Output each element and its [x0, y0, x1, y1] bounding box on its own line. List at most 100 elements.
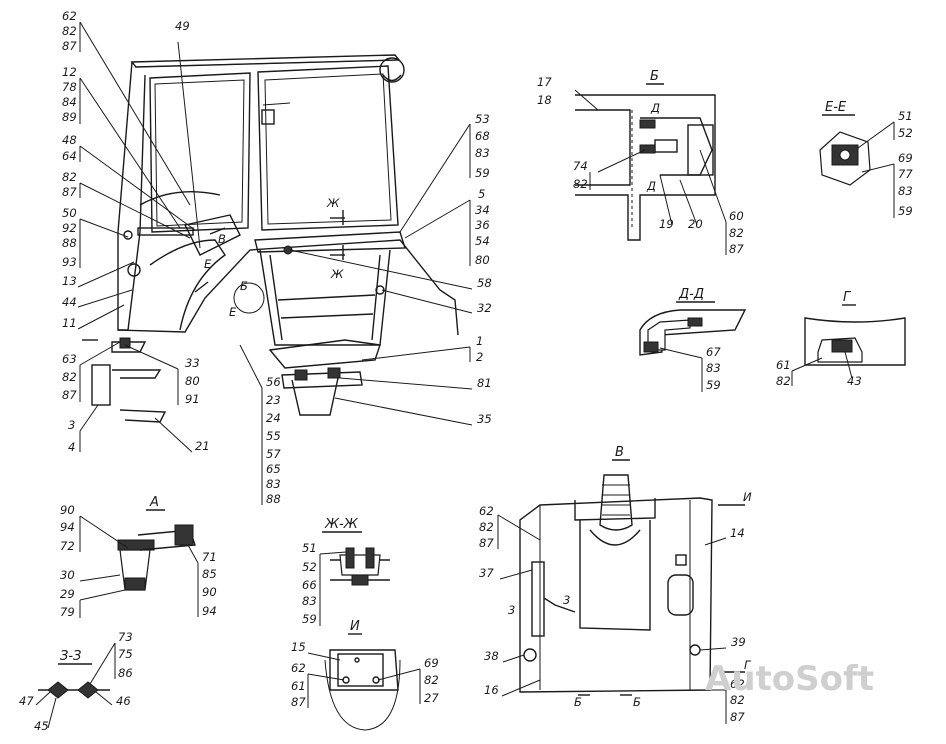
callout-number: Б: [240, 279, 248, 293]
callout-number: 4: [68, 440, 75, 454]
callout-number: 3: [563, 593, 570, 607]
callout-number: 78: [62, 80, 77, 94]
view-title: В: [615, 445, 624, 460]
view-title: Д-Д: [678, 287, 704, 302]
callout-number: 68: [475, 129, 490, 143]
callout-number: 74: [573, 159, 588, 173]
callout-number: 72: [60, 539, 75, 553]
callout-number: 87: [291, 695, 306, 709]
callout-number: 82: [730, 693, 745, 707]
callout-number: 55: [266, 429, 281, 443]
view-d-d-detail: [639, 301, 747, 392]
callout-number: 13: [62, 274, 77, 288]
callout-number: 33: [185, 356, 200, 370]
callout-number: 79: [60, 605, 75, 619]
callout-number: 65: [266, 462, 281, 476]
callout-number: 12: [62, 65, 77, 79]
callout-number: 17: [537, 75, 552, 89]
callout-number: 83: [302, 594, 317, 608]
seat-area: [149, 239, 226, 331]
view-title: И: [350, 619, 360, 634]
callout-number: 62: [730, 677, 745, 691]
callout-number: Б: [574, 695, 582, 709]
callout-number: 46: [116, 694, 131, 708]
view-title: Е-Е: [825, 100, 847, 115]
callout-number: 27: [424, 691, 439, 705]
view-title: Ж-Ж: [324, 517, 359, 532]
callout-number: 60: [729, 209, 744, 223]
callout-number: 20: [688, 217, 703, 231]
callout-number: 45: [34, 719, 49, 733]
cab-lower-body: [117, 239, 459, 336]
view-title: Б: [650, 69, 659, 84]
callout-number: 38: [484, 649, 499, 663]
beacon-lamp: [379, 57, 405, 83]
callout-number: 73: [118, 630, 133, 644]
callout-number: 54: [475, 234, 490, 248]
callout-number: 59: [898, 204, 913, 218]
callout-number: 87: [62, 39, 77, 53]
callout-number: 88: [266, 492, 281, 506]
callout-number: 58: [477, 276, 492, 290]
callout-number: 48: [62, 133, 77, 147]
door-window: [257, 65, 399, 231]
view-a-detail: [79, 509, 199, 618]
view-i-detail: [307, 633, 421, 731]
callout-number: 82: [62, 370, 77, 384]
view-b-callout: [233, 282, 265, 314]
door-handle: [261, 109, 275, 125]
cab-main-view: [77, 21, 473, 505]
callout-number: 61: [291, 679, 306, 693]
callout-number: 83: [898, 184, 913, 198]
callout-number: 59: [475, 166, 490, 180]
callout-number: 82: [62, 170, 77, 184]
callout-number: 59: [302, 612, 317, 626]
callout-number: 87: [62, 388, 77, 402]
callout-number: Г: [744, 658, 752, 672]
side-window: [149, 72, 251, 233]
callout-number: И: [743, 490, 752, 504]
callout-number: 49: [175, 19, 190, 33]
callout-number: В: [218, 232, 226, 246]
callout-number: 82: [479, 520, 494, 534]
callout-number: 23: [266, 393, 281, 407]
callout-number: 94: [202, 604, 217, 618]
callout-number: 47: [19, 694, 34, 708]
callout-number: 52: [898, 126, 913, 140]
callout-number: 21: [195, 439, 210, 453]
cab-back-panel: [519, 497, 713, 693]
callout-number: 52: [302, 560, 317, 574]
callout-number: 59: [706, 378, 721, 392]
callout-number: 1: [476, 334, 483, 348]
callout-number: 18: [537, 93, 552, 107]
callout-number: 87: [479, 536, 494, 550]
callout-number: 93: [62, 255, 77, 269]
callout-number: Д: [646, 179, 656, 193]
view-z-z-detail: [35, 642, 116, 729]
callout-number: 19: [659, 217, 674, 231]
callout-number: 80: [475, 253, 490, 267]
callout-number: 90: [60, 503, 75, 517]
callout-number: 2: [476, 350, 483, 364]
callout-number: 50: [62, 206, 77, 220]
view-title: А: [149, 495, 159, 510]
callout-number: 64: [62, 149, 77, 163]
callout-number: 92: [62, 221, 77, 235]
callout-number: 51: [302, 541, 317, 555]
view-e-e-detail: [819, 114, 895, 218]
callout-number: 15: [291, 640, 306, 654]
callout-number: 57: [266, 447, 281, 461]
callout-number: 3: [508, 603, 515, 617]
callout-number: 94: [60, 520, 75, 534]
callout-number: 83: [266, 477, 281, 491]
callout-number: 51: [898, 109, 913, 123]
callout-number: 5: [478, 187, 485, 201]
callout-number: 30: [60, 568, 75, 582]
callout-number: 44: [62, 295, 77, 309]
hood-cover: [579, 520, 651, 631]
callout-number: Б: [633, 695, 641, 709]
callout-number: 62: [479, 504, 494, 518]
callout-number: 82: [62, 24, 77, 38]
